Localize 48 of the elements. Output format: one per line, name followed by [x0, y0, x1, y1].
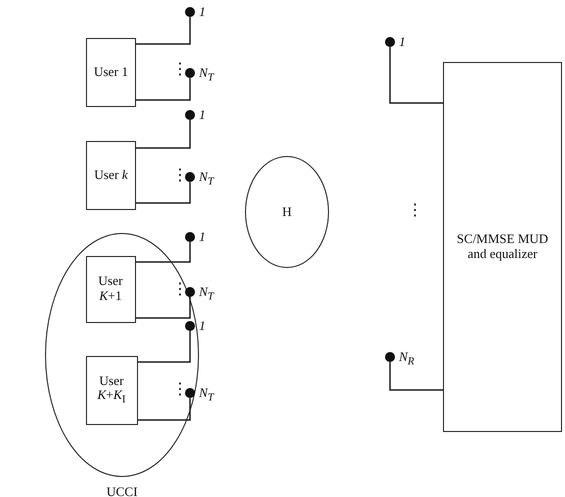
antenna-dot [184, 388, 194, 398]
antenna-label: 1 [199, 108, 206, 121]
antenna-label: N$_{T}$ [199, 66, 214, 84]
ellipsis-mark: ⋮ [172, 168, 188, 184]
block-box [86, 356, 138, 424]
wire [389, 362, 443, 391]
block-box [86, 141, 136, 210]
ellipsis-mark: ⋮ [407, 203, 423, 219]
antenna-dot [184, 232, 194, 242]
antenna-dot [185, 110, 195, 120]
antenna-label: 1 [199, 230, 206, 243]
antenna-dot [184, 320, 194, 330]
group-label: UCCI [105, 484, 139, 497]
antenna-label: 1 [199, 5, 206, 18]
wire [136, 17, 191, 45]
wire [136, 242, 191, 263]
channel-ellipse [245, 156, 329, 268]
wire [136, 297, 191, 319]
block-label: User k [94, 168, 128, 183]
block-label: User K+K$_{I}$ [96, 374, 127, 406]
block-label: SC/MMSE MUD and equalizer [456, 232, 550, 262]
wire [136, 78, 191, 101]
antenna-dot [185, 68, 195, 78]
antenna-dot [185, 172, 195, 182]
antenna-label: N$_{T}$ [199, 285, 214, 302]
wire [138, 398, 191, 421]
wire [136, 120, 191, 149]
wire [138, 331, 191, 363]
wire [389, 47, 443, 104]
antenna-label: 1 [199, 319, 206, 332]
ellipsis-mark: ⋮ [172, 382, 188, 398]
antenna-dot [385, 37, 395, 47]
antenna-label: 1 [399, 35, 406, 48]
antenna-dot [385, 352, 395, 362]
antenna-dot [184, 286, 194, 296]
block-label: User 1 [94, 65, 128, 80]
ellipsis-mark: ⋮ [172, 282, 188, 298]
block-label: H [282, 204, 292, 220]
block-box [86, 256, 136, 322]
wire [136, 182, 191, 204]
block-label: User K+1 [97, 274, 124, 304]
block-box [86, 38, 136, 107]
antenna-label: N$_{T}$ [199, 386, 214, 404]
ellipsis-mark: ⋮ [172, 62, 188, 78]
antenna-label: N$_{R}$ [399, 350, 414, 368]
antenna-label: N$_{T}$ [199, 170, 214, 188]
antenna-dot [185, 7, 195, 17]
block-box [443, 62, 562, 432]
